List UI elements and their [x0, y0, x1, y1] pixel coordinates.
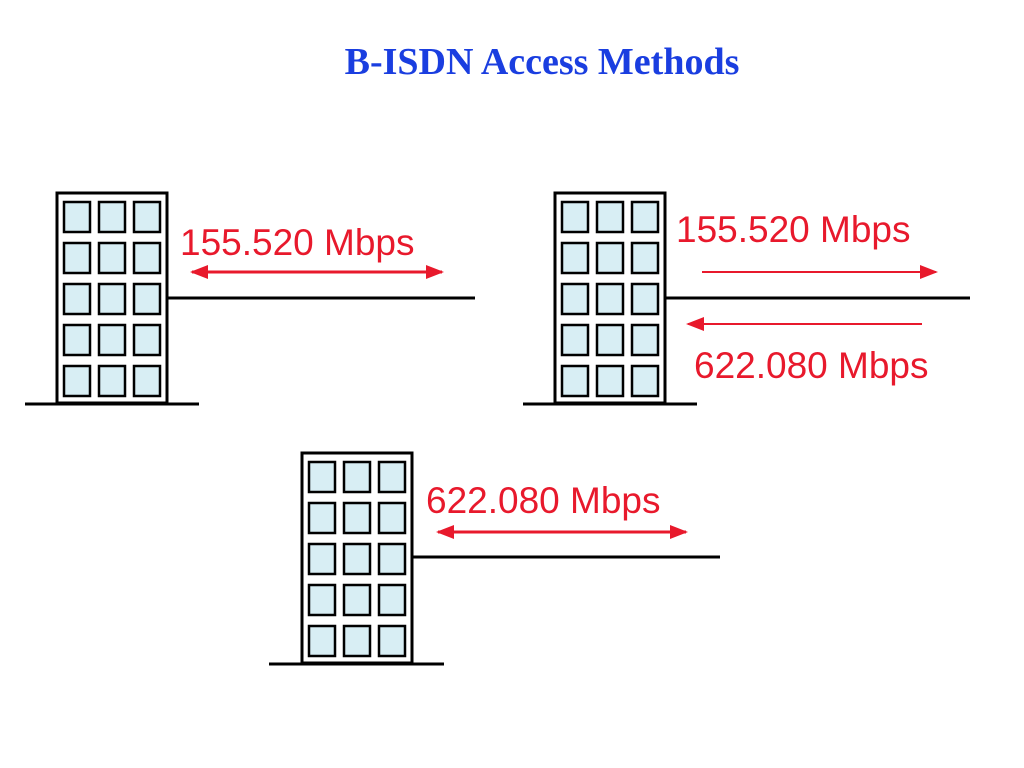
building-window [342, 583, 372, 617]
building-window [560, 323, 590, 357]
building-icon [55, 191, 169, 405]
building-window [595, 282, 625, 316]
building-window [342, 542, 372, 576]
building-window [132, 282, 162, 316]
building-window [307, 624, 337, 658]
building-window [97, 323, 127, 357]
building-window [560, 200, 590, 234]
building-window [97, 364, 127, 398]
building-window [307, 583, 337, 617]
building-window [342, 460, 372, 494]
building-window [62, 241, 92, 275]
building-window [62, 282, 92, 316]
building-window [560, 364, 590, 398]
building-window [342, 501, 372, 535]
building-window [630, 241, 660, 275]
rate-label: 622.080 Mbps [426, 480, 661, 521]
building-icon [300, 451, 414, 665]
rate-label: 155.520 Mbps [180, 222, 415, 263]
building-window [377, 460, 407, 494]
upstream-rate-label: 155.520 Mbps [676, 209, 911, 250]
building-window [595, 323, 625, 357]
building-window [377, 583, 407, 617]
building-window [97, 241, 127, 275]
panel-symmetric-155: 155.520 Mbps [25, 191, 475, 406]
building-window [377, 542, 407, 576]
building-window [62, 323, 92, 357]
building-window [62, 364, 92, 398]
building-window [132, 241, 162, 275]
building-window [62, 200, 92, 234]
building-window [630, 200, 660, 234]
building-window [307, 460, 337, 494]
building-window [132, 364, 162, 398]
panel-asymmetric: 155.520 Mbps 622.080 Mbps [523, 191, 970, 406]
building-window [97, 282, 127, 316]
building-window [595, 241, 625, 275]
building-window [377, 624, 407, 658]
building-window [97, 200, 127, 234]
downstream-rate-label: 622.080 Mbps [694, 345, 929, 386]
slide-title: B-ISDN Access Methods [344, 41, 740, 83]
panel-symmetric-622: 622.080 Mbps [269, 451, 720, 666]
building-window [630, 282, 660, 316]
building-window [560, 282, 590, 316]
building-window [630, 323, 660, 357]
building-icon [553, 191, 667, 405]
building-window [342, 624, 372, 658]
building-window [307, 542, 337, 576]
building-window [595, 364, 625, 398]
building-window [630, 364, 660, 398]
building-window [132, 200, 162, 234]
building-window [595, 200, 625, 234]
building-window [307, 501, 337, 535]
building-window [560, 241, 590, 275]
building-window [132, 323, 162, 357]
building-window [377, 501, 407, 535]
